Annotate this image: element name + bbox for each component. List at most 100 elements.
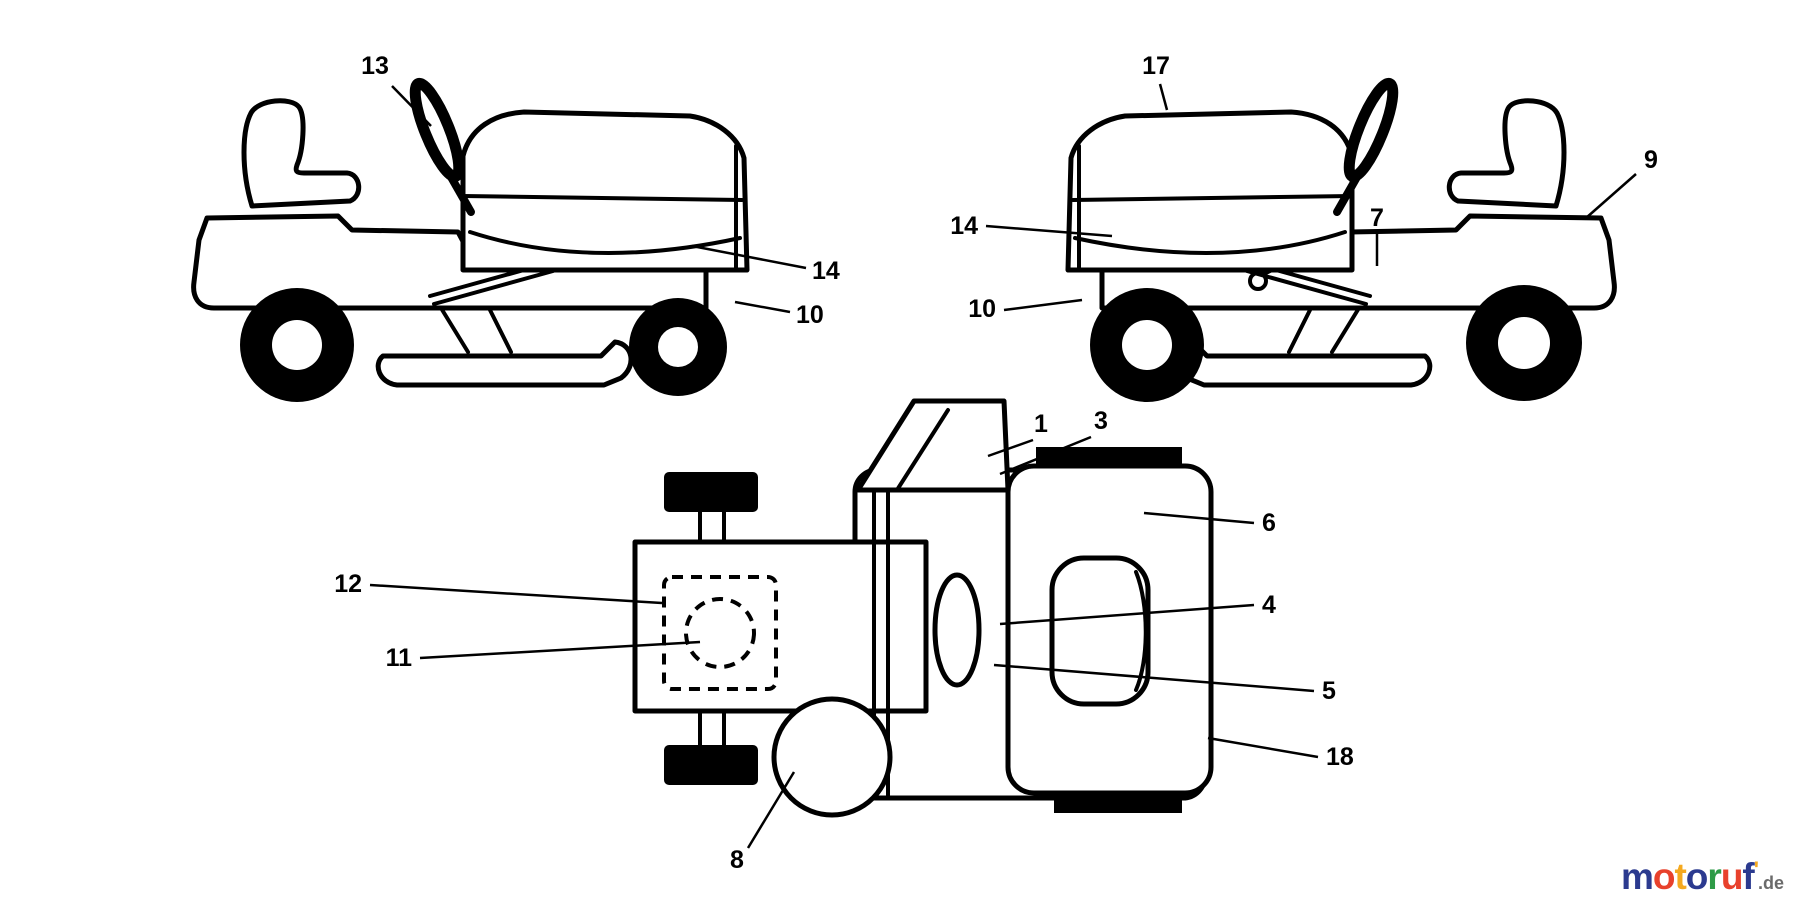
logo-letter-m: m	[1620, 856, 1654, 897]
callout-12: 12	[334, 570, 663, 605]
callout-label: 4	[1262, 591, 1276, 619]
leader-line	[1207, 736, 1319, 759]
callout-9: 9	[1585, 146, 1658, 219]
seat	[241, 98, 362, 209]
engine-pulley	[932, 572, 982, 688]
logo-letter-u: u	[1720, 856, 1744, 897]
chassis	[1099, 213, 1617, 311]
leader-line	[987, 438, 1034, 458]
console-brace	[895, 408, 950, 492]
lever-knob	[1248, 271, 1268, 291]
logo-letter-o1: o	[1652, 856, 1676, 897]
callout-10-right: 10	[968, 295, 1083, 323]
logo-letter-r: r	[1707, 856, 1721, 897]
callout-label: 14	[950, 212, 978, 240]
engine-outline	[684, 597, 756, 669]
tractor-top-view: 1 3 6 12 11 4 5 18	[334, 398, 1354, 874]
logo-accent: '	[1753, 857, 1759, 882]
steering-wheel	[409, 77, 465, 183]
hood-sweep	[1073, 230, 1347, 255]
callout-10-left: 10	[734, 300, 824, 329]
callout-label: 18	[1326, 743, 1354, 771]
steering-column	[1333, 166, 1365, 216]
leader-line	[999, 435, 1092, 476]
seat-top-view	[1049, 555, 1151, 707]
rear-wheel-hub	[1498, 317, 1550, 369]
rear-wheel-hub	[272, 320, 322, 370]
callout-label: 17	[1142, 52, 1170, 80]
tractor-side-view-right: 17 14 7 9 10	[950, 52, 1658, 402]
logo-letter-o2: o	[1685, 856, 1709, 897]
leader-line	[369, 583, 663, 605]
callout-label: 5	[1322, 677, 1336, 705]
callout-label: 1	[1034, 410, 1048, 438]
logo-letter-t: t	[1674, 856, 1686, 897]
rear-tire-strip-top	[1036, 447, 1182, 467]
seat	[1446, 98, 1567, 209]
leader-line	[985, 224, 1113, 238]
callout-1: 1	[987, 410, 1048, 458]
leader-line	[1003, 298, 1083, 312]
engine-bay	[632, 539, 929, 714]
callout-label: 3	[1094, 407, 1108, 435]
callout-5: 5	[993, 663, 1336, 705]
callout-17: 17	[1142, 52, 1170, 111]
leader-line	[691, 244, 807, 270]
callout-label: 7	[1370, 204, 1384, 232]
callout-label: 13	[361, 52, 389, 80]
callout-8: 8	[730, 771, 796, 874]
deck-hanger	[439, 306, 470, 354]
front-wheel-hub	[1122, 320, 1172, 370]
callout-label: 11	[386, 644, 413, 672]
callout-4: 4	[999, 591, 1276, 626]
callout-6: 6	[1143, 509, 1276, 537]
callout-18: 18	[1207, 736, 1354, 771]
logo-letter-f: f	[1742, 856, 1754, 897]
front-wheel-bottom	[664, 745, 758, 785]
front-wheel-hub	[658, 327, 698, 367]
leader-line	[1585, 173, 1637, 219]
callout-14-right: 14	[950, 212, 1113, 240]
rear-tire-strip-bottom	[1054, 793, 1182, 813]
deck-hanger	[1330, 306, 1361, 354]
leader-line	[746, 771, 796, 849]
hood	[460, 109, 750, 273]
leader-line	[1158, 83, 1169, 111]
mower-deck	[375, 339, 634, 388]
hood-sweep	[468, 230, 742, 255]
leader-line	[999, 603, 1255, 626]
chassis	[191, 213, 709, 311]
callout-label: 10	[796, 301, 824, 329]
callout-label: 10	[968, 295, 996, 323]
mower-deck	[1174, 339, 1433, 388]
tractor-side-view-left: 13 14 10	[191, 52, 840, 402]
callout-label: 8	[730, 846, 744, 874]
rear-wheel-top-view	[771, 696, 893, 818]
front-wheel-top	[664, 472, 758, 512]
callout-7: 7	[1370, 204, 1384, 266]
motoruf-logo[interactable]: motoruf'.de	[1621, 858, 1784, 895]
leader-line	[419, 640, 701, 660]
steering-wheel	[1343, 77, 1399, 183]
deck-hanger	[1287, 306, 1313, 354]
callout-14-left: 14	[691, 244, 840, 285]
leader-line	[734, 300, 791, 314]
hood-stripe	[461, 194, 744, 202]
callout-label: 12	[334, 570, 362, 598]
callout-label: 9	[1644, 146, 1658, 174]
hood-stripe	[1071, 194, 1354, 202]
callout-3: 3	[999, 407, 1108, 476]
callout-11: 11	[386, 640, 701, 672]
hood	[1065, 109, 1355, 273]
seat-contour	[1134, 570, 1148, 692]
logo-suffix: .de	[1757, 873, 1784, 893]
leader-line	[993, 663, 1315, 693]
callout-label: 14	[812, 257, 840, 285]
lift-linkage	[432, 269, 555, 306]
steering-console	[855, 398, 1011, 493]
callout-13: 13	[361, 52, 432, 127]
engine-mount-outline	[662, 575, 778, 691]
callout-label: 6	[1262, 509, 1276, 537]
